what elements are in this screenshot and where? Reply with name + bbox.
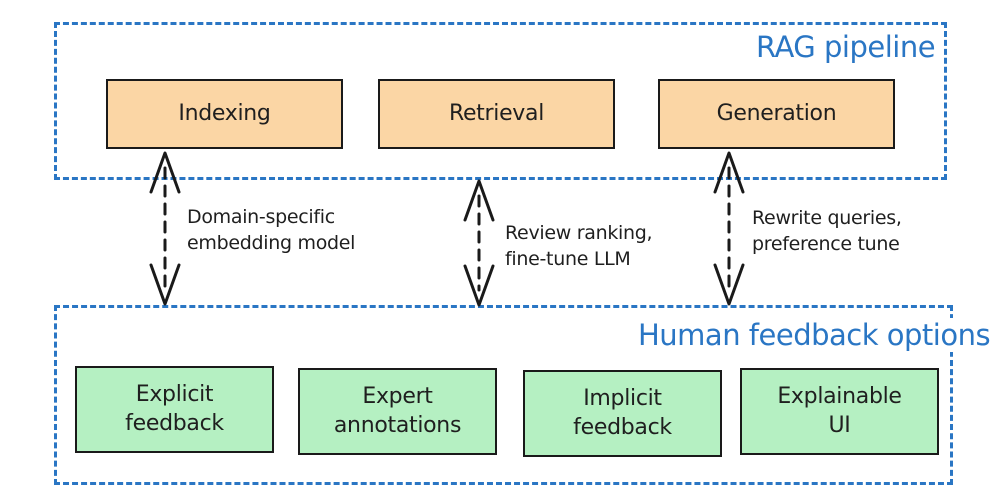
explainable-ui-box: Explainable UI (740, 368, 939, 455)
explicit-feedback-line1: Explicit (135, 381, 214, 407)
human-feedback-title: Human feedback options (634, 318, 995, 352)
explainable-ui-line1: Explainable (777, 383, 902, 409)
indexing-feedback-arrow (149, 151, 181, 306)
retrieval-box: Retrieval (378, 79, 615, 149)
indexing-feedback-label-line1: Domain-specific (187, 206, 335, 228)
generation-feedback-label-line2: preference tune (752, 232, 900, 255)
explicit-feedback-box: Explicit feedback (75, 366, 274, 453)
expert-annotations-line2: annotations (333, 412, 462, 438)
indexing-box: Indexing (106, 79, 343, 149)
retrieval-label: Retrieval (448, 100, 545, 126)
retrieval-feedback-label: Review ranking, fine-tune LLM (505, 221, 653, 272)
retrieval-feedback-label-line2: fine-tune LLM (505, 247, 631, 270)
implicit-feedback-line1: Implicit (583, 385, 662, 411)
explicit-feedback-line2: feedback (125, 410, 224, 436)
implicit-feedback-line2: feedback (573, 414, 672, 440)
explainable-ui-line2: UI (828, 412, 851, 438)
indexing-feedback-label-line2: embedding model (187, 231, 356, 254)
generation-feedback-label: Rewrite queries, preference tune (752, 206, 902, 257)
human-feedback-group (54, 305, 953, 485)
implicit-feedback-box: Implicit feedback (523, 370, 722, 457)
rag-pipeline-group (54, 22, 947, 180)
generation-feedback-label-line1: Rewrite queries, (752, 207, 902, 229)
expert-annotations-box: Expert annotations (298, 368, 497, 455)
retrieval-feedback-arrow (463, 179, 495, 307)
expert-annotations-line1: Expert (362, 383, 433, 409)
indexing-feedback-label: Domain-specific embedding model (187, 205, 355, 256)
generation-label: Generation (716, 100, 837, 126)
rag-pipeline-title: RAG pipeline (752, 30, 940, 64)
generation-feedback-arrow (713, 151, 745, 306)
generation-box: Generation (658, 79, 895, 149)
retrieval-feedback-label-line1: Review ranking, (505, 222, 653, 244)
indexing-label: Indexing (178, 100, 271, 126)
